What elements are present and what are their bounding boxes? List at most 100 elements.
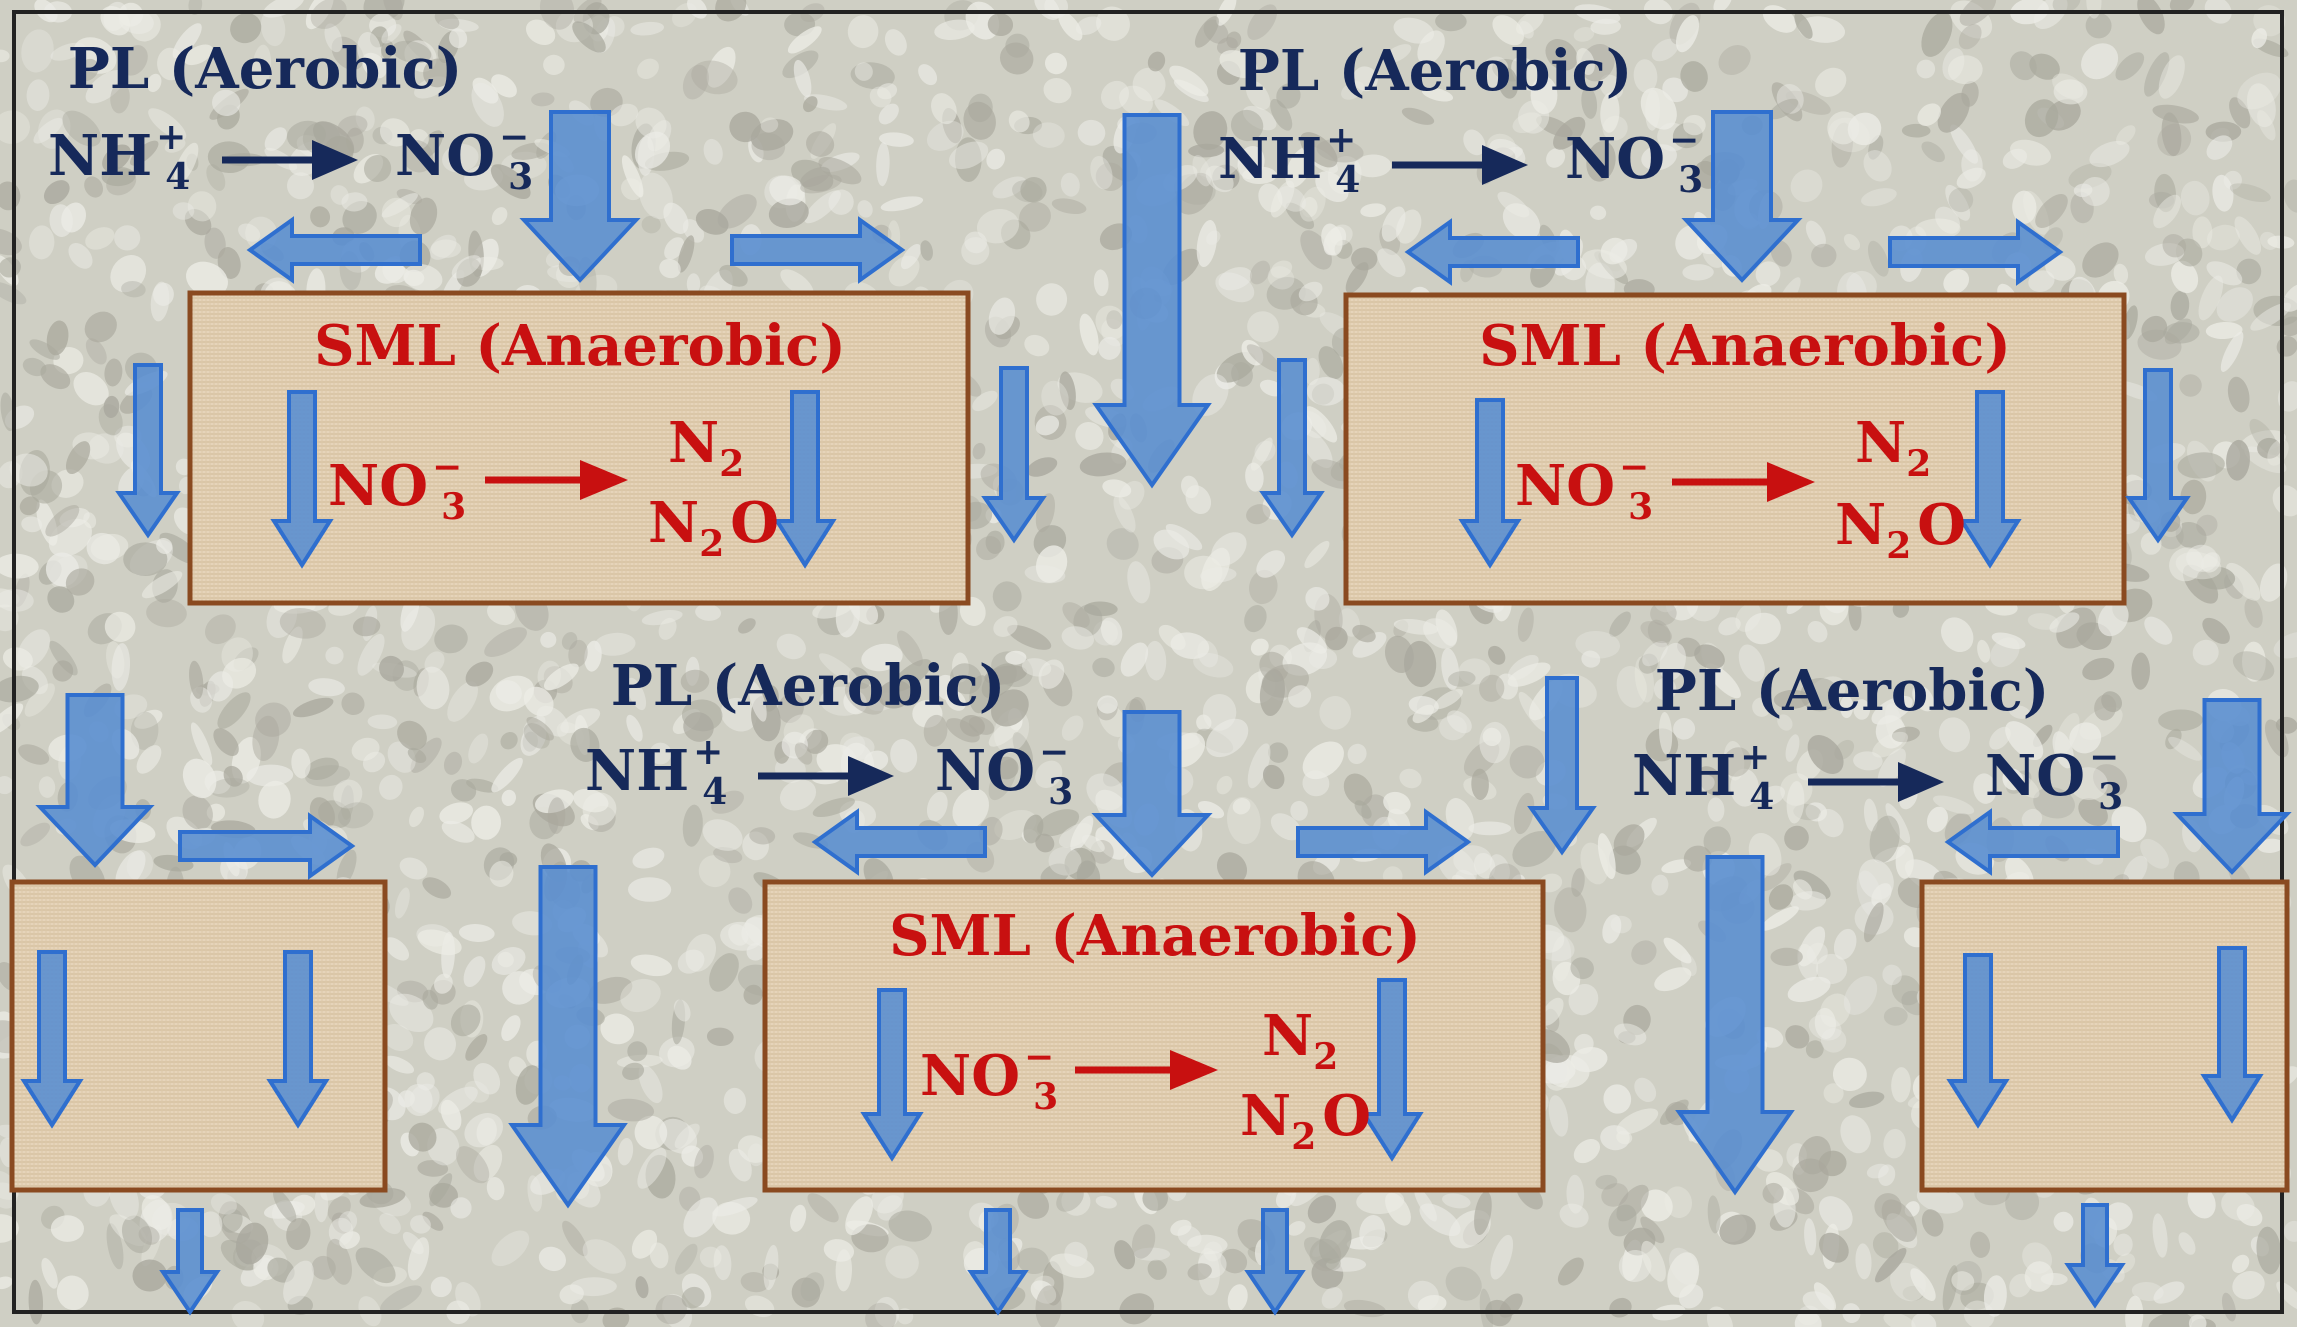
pebble <box>1694 644 1725 670</box>
sml-anaerobic-label: SML (Anaerobic) <box>314 313 846 379</box>
pebble <box>2246 83 2276 128</box>
pebble <box>1705 663 1741 699</box>
pebble <box>1807 735 1844 774</box>
pebble <box>2148 1311 2193 1327</box>
pebble <box>2257 838 2284 853</box>
pebble <box>9 453 48 487</box>
pebble <box>341 192 368 212</box>
pebble <box>1738 644 1765 682</box>
pebble <box>1230 109 1264 142</box>
pebble <box>632 847 665 869</box>
pebble <box>1448 671 1476 687</box>
pebble <box>1435 11 1467 32</box>
pebble <box>1300 132 1338 168</box>
pebble <box>584 640 602 672</box>
pebble <box>572 21 606 53</box>
pebble <box>1307 1195 1337 1224</box>
pebble <box>104 358 123 387</box>
pebble <box>884 29 907 56</box>
pebble <box>2069 722 2102 754</box>
pebble <box>737 1135 769 1163</box>
flow-arrow-down <box>981 366 1047 544</box>
pebble <box>1113 495 1136 533</box>
pebble <box>1036 283 1068 316</box>
pebble <box>1474 1191 1492 1236</box>
pebble <box>1169 65 1209 97</box>
pebble <box>2125 1295 2144 1327</box>
ammonium-formula: NH+4 <box>585 731 727 813</box>
pebble <box>391 40 432 64</box>
pebble <box>1633 59 1658 93</box>
pebble <box>106 1223 124 1270</box>
pebble <box>2113 263 2129 285</box>
pebble <box>709 953 739 992</box>
pebble <box>182 758 217 799</box>
pebble <box>189 660 204 699</box>
pebble <box>287 172 314 200</box>
pebble <box>2175 238 2203 267</box>
pebble <box>1412 704 1435 724</box>
pebble <box>101 166 136 187</box>
pebble <box>869 86 892 108</box>
pebble <box>2137 0 2165 35</box>
pebble <box>443 751 463 775</box>
pebble <box>423 58 453 88</box>
pebble <box>0 1214 19 1243</box>
pebble <box>738 618 756 634</box>
sml-anaerobic-label: SML (Anaerobic) <box>889 903 1421 969</box>
pebble <box>695 209 729 235</box>
pebble <box>394 887 410 919</box>
pebble <box>403 264 443 292</box>
pebble <box>2009 51 2037 81</box>
pebble <box>2024 99 2059 138</box>
pebble <box>828 189 854 215</box>
pebble <box>2116 125 2136 146</box>
pebble <box>1719 1214 1756 1245</box>
pebble <box>1703 826 1731 856</box>
pebble <box>1867 240 1889 277</box>
pebble <box>2021 808 2043 830</box>
pebble <box>746 942 765 961</box>
pebble <box>649 1242 669 1269</box>
pebble <box>213 728 239 757</box>
pebble <box>791 1277 821 1308</box>
pebble <box>1878 1164 1896 1186</box>
pebble <box>1597 833 1616 880</box>
nitrification-arrowhead <box>1482 145 1528 185</box>
pebble <box>1318 1220 1352 1264</box>
pebble <box>2188 1314 2207 1327</box>
pebble <box>1032 122 1065 148</box>
pebble <box>409 806 424 828</box>
pebble <box>1097 695 1118 714</box>
pebble <box>48 518 92 557</box>
flow-arrow-down <box>773 390 837 569</box>
pebble <box>2257 437 2282 459</box>
pebble <box>1296 627 1328 654</box>
pebble <box>1081 834 1105 853</box>
pebble <box>2157 123 2192 157</box>
pebble <box>1568 983 1599 1016</box>
pebble <box>1805 1040 1824 1059</box>
pebble <box>182 795 213 830</box>
pebble <box>1211 532 1247 566</box>
pebble <box>1144 640 1167 681</box>
pebble <box>600 1013 635 1045</box>
pebble <box>2080 176 2110 207</box>
pebble <box>2045 255 2076 281</box>
pebble <box>1697 766 1726 796</box>
sml-box-top-left <box>187 290 971 606</box>
pebble <box>685 933 717 972</box>
pebble <box>1075 422 1104 450</box>
diagram-frame <box>12 10 2284 1314</box>
pebble <box>1315 171 1349 203</box>
pebble <box>1302 741 1344 780</box>
pebble <box>2009 705 2031 719</box>
pebble <box>986 148 1006 170</box>
pebble <box>1079 313 1099 356</box>
pebble <box>1267 266 1295 290</box>
pebble <box>1566 1174 1585 1214</box>
pebble <box>252 715 280 762</box>
pebble <box>1869 815 1900 863</box>
